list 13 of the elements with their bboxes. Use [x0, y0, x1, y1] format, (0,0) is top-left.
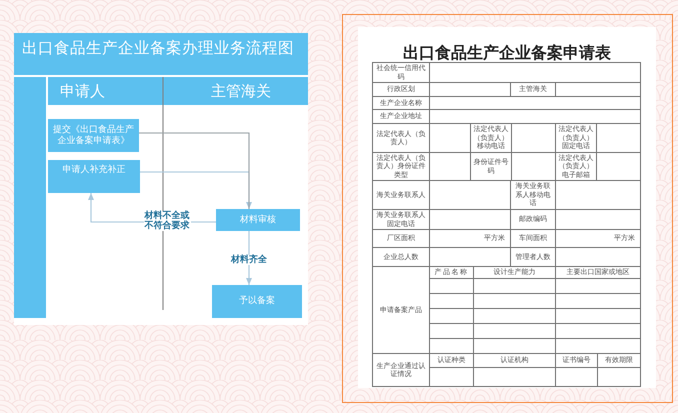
lane-title: 主管海关: [211, 81, 271, 102]
lane-header-band: [48, 77, 308, 105]
process-box: 提交《出口食品生产企业备案申请表》: [48, 119, 139, 152]
lane-title: 申请人: [60, 81, 105, 102]
process-box: 予以备案: [212, 285, 302, 318]
edge-label: 材料齐全: [230, 254, 268, 264]
process-box: 材料审核: [216, 209, 300, 231]
side-bar: [14, 77, 46, 318]
edge-label: 材料不全或不符合要求: [144, 210, 190, 230]
connector-line: [139, 132, 250, 209]
process-box: 申请人补充补正: [48, 160, 140, 193]
title-banner: 出口食品生产企业备案办理业务流程图: [14, 33, 308, 75]
form-title: 出口食品生产企业备案申请表: [402, 42, 612, 63]
